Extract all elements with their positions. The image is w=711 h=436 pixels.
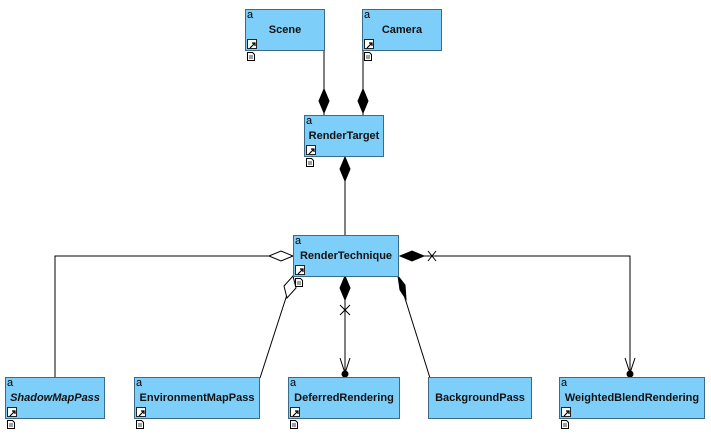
composition-diamond-scene <box>318 87 330 115</box>
document-icon <box>290 420 298 429</box>
navigability-x-deferred-2 <box>339 304 351 316</box>
class-stereotype-icon: a <box>364 9 371 21</box>
class-name-environmentmappass: EnvironmentMapPass <box>139 392 255 404</box>
document-icon <box>306 158 314 167</box>
document-icon <box>7 420 15 429</box>
class-rendertechnique[interactable]: a RenderTechnique <box>293 235 399 277</box>
class-stereotype-icon: a <box>136 377 143 389</box>
shortcut-arrow-icon <box>136 407 146 417</box>
class-backgroundpass[interactable]: BackgroundPass <box>428 377 532 419</box>
class-name-weightedblendrendering: WeightedBlendRendering <box>564 392 700 404</box>
class-name-deferredrendering: DeferredRendering <box>294 392 394 404</box>
class-name-camera: Camera <box>381 24 423 36</box>
class-stereotype-icon: a <box>561 377 568 389</box>
shortcut-arrow-icon <box>561 407 571 417</box>
document-icon <box>295 278 303 287</box>
class-name-rendertarget: RenderTarget <box>308 130 380 142</box>
class-weightedblendrendering[interactable]: a WeightedBlendRendering <box>559 377 705 419</box>
navigability-x-weighted-2 <box>427 250 437 262</box>
shortcut-arrow-icon <box>364 39 374 49</box>
composition-diamond-camera <box>357 87 369 115</box>
class-environmentmappass[interactable]: a EnvironmentMapPass <box>134 377 260 419</box>
shortcut-arrow-icon <box>7 407 17 417</box>
class-stereotype-icon: a <box>7 377 14 389</box>
class-scene[interactable]: a Scene <box>245 9 325 51</box>
class-stereotype-icon: a <box>290 377 297 389</box>
composition-diamond-background <box>397 274 407 301</box>
shortcut-arrow-icon <box>290 407 300 417</box>
class-stereotype-icon: a <box>247 9 254 21</box>
class-name-scene: Scene <box>268 24 302 36</box>
aggregation-diamond-shadow <box>267 250 295 262</box>
class-shadowmappass[interactable]: a ShadowMapPass <box>5 377 105 419</box>
class-rendertarget[interactable]: a RenderTarget <box>304 115 384 157</box>
shortcut-arrow-icon <box>295 265 305 275</box>
composition-diamond-rendertarget <box>339 155 351 183</box>
class-name-rendertechnique: RenderTechnique <box>299 250 393 262</box>
document-icon <box>364 52 372 61</box>
composition-diamond-weighted <box>398 250 426 262</box>
class-camera[interactable]: a Camera <box>362 9 442 51</box>
relation-rendertechnique-shadowmappass <box>54 255 294 378</box>
shortcut-arrow-icon <box>306 145 316 155</box>
document-icon <box>136 420 144 429</box>
relation-rendertechnique-weightedblendrendering <box>400 255 631 377</box>
document-icon <box>561 420 569 429</box>
shortcut-arrow-icon <box>247 39 257 49</box>
document-icon <box>247 52 255 61</box>
composition-diamond-deferred <box>339 274 351 302</box>
class-name-backgroundpass: BackgroundPass <box>435 392 525 404</box>
class-stereotype-icon: a <box>295 235 302 247</box>
class-deferredrendering[interactable]: a DeferredRendering <box>288 377 400 419</box>
class-stereotype-icon: a <box>306 115 313 127</box>
class-name-shadowmappass: ShadowMapPass <box>10 392 100 404</box>
